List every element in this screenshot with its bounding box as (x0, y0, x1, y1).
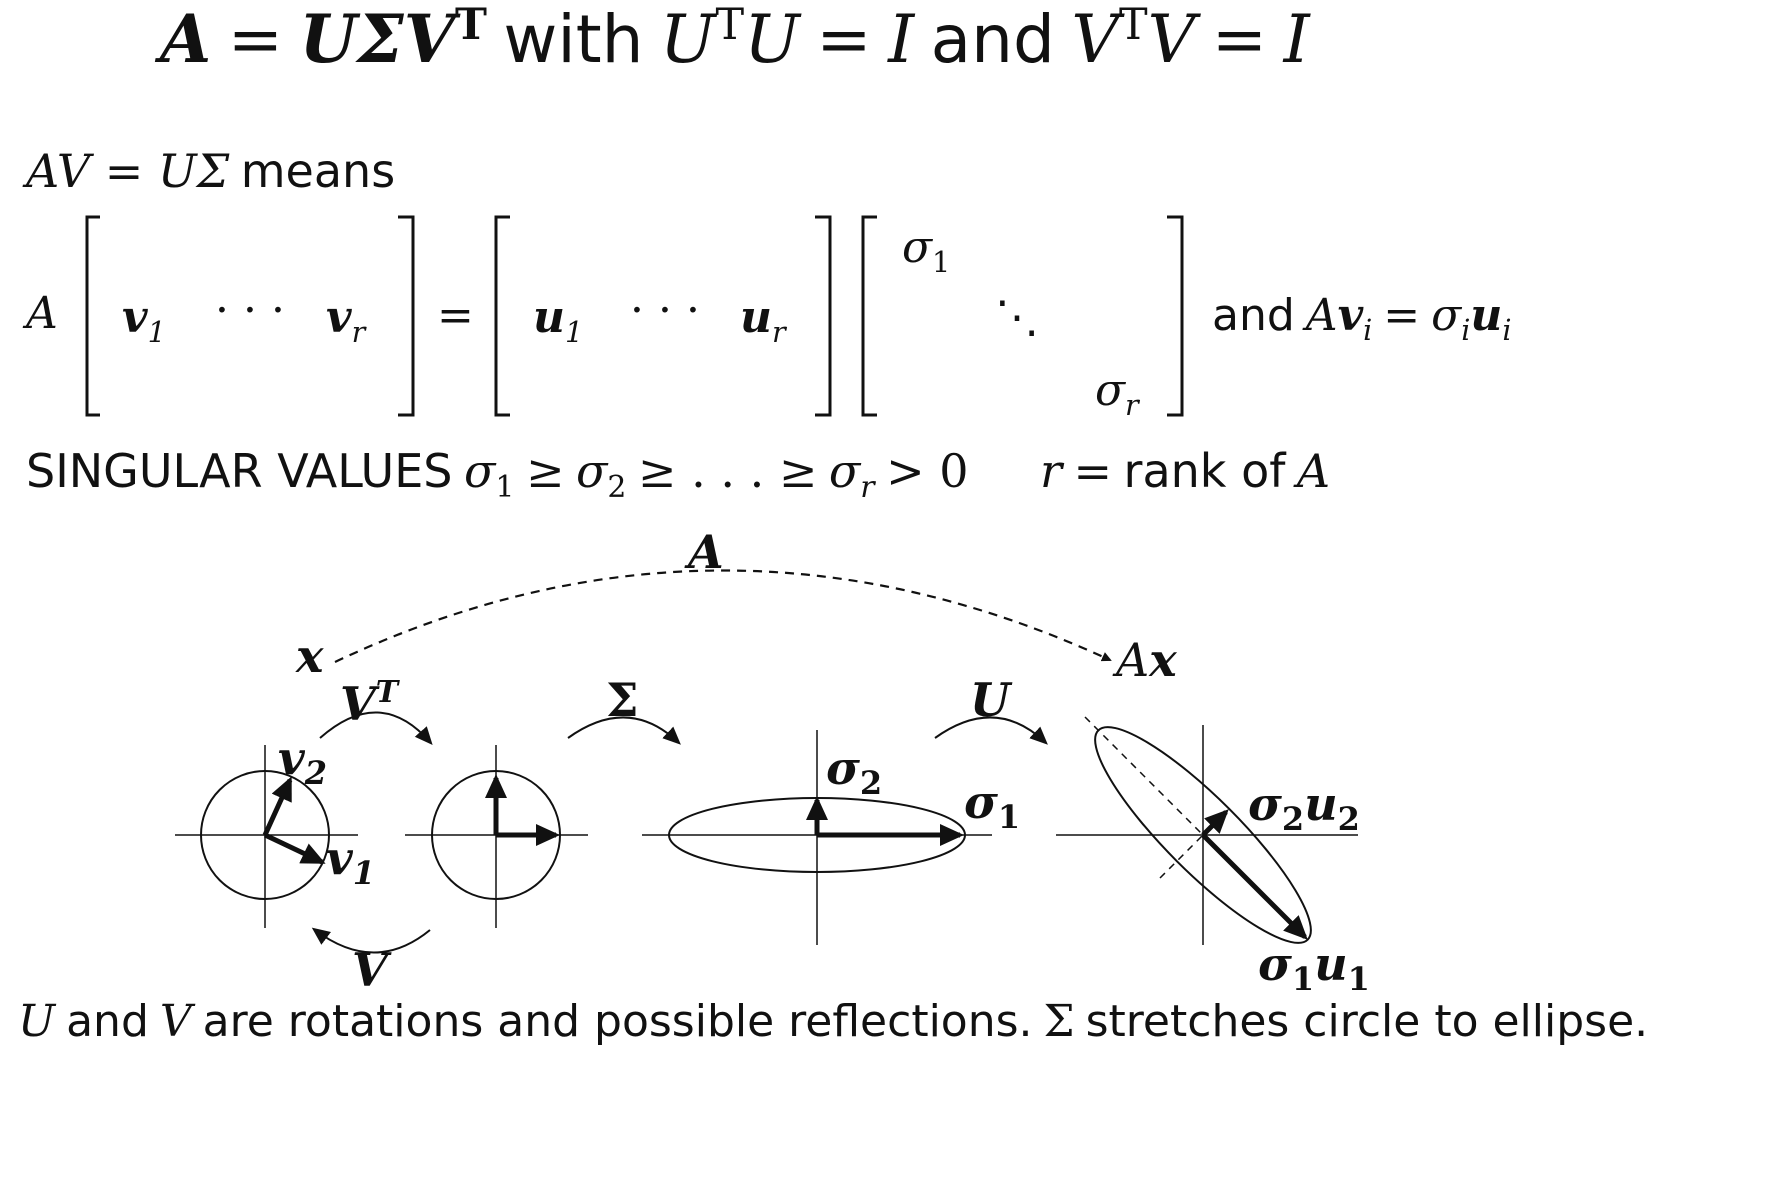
column-v1: v1 (122, 292, 166, 349)
bracket-u-left (494, 215, 510, 417)
heading-eq3: = (1211, 1, 1268, 78)
arrow-U (934, 716, 1048, 745)
av-equals-usigma-line: AV = UΣ means (26, 144, 395, 198)
vector-sigma2-u2 (1201, 809, 1229, 837)
heading-T3: T (1119, 0, 1148, 50)
panel-circle-axes (405, 745, 588, 928)
label-U: U (970, 673, 1013, 727)
vector-v1 (263, 832, 326, 865)
heading-usv: UΣV (299, 0, 455, 78)
diag-ddots: ⋱ (995, 292, 1039, 343)
bracket-sigma-left (861, 215, 877, 417)
panel-ellipse (642, 730, 992, 945)
avi-equation: and Avi = σiui (1212, 290, 1512, 347)
bracket-sigma-right (1167, 215, 1184, 417)
arrow-V (311, 927, 431, 954)
label-Ax: Ax (1112, 633, 1177, 687)
column-ur: ur (740, 292, 786, 349)
label-x: x (295, 629, 324, 683)
label-v2: v2 (278, 731, 327, 792)
diag-sigmar: σr (1095, 365, 1139, 422)
column-vr: vr (326, 292, 366, 349)
matrix-equals: = (437, 290, 474, 341)
dashed-major-axis (1084, 716, 1204, 836)
label-VT: VT (340, 675, 401, 731)
heading-A: A (160, 0, 212, 78)
label-A: A (684, 525, 724, 579)
heading-with: with (503, 1, 644, 78)
label-v1: v1 (326, 831, 375, 892)
label-sigma2: σ2 (826, 741, 882, 802)
heading-eq1: = (227, 1, 284, 78)
caption: U and V are rotations and possible refle… (18, 996, 1649, 1047)
column-dots-v: · · · (215, 285, 285, 336)
label-sigma1-u1: σ1u1 (1258, 937, 1370, 998)
heading-formula: A = UΣVT with UTU = I and VTV = I (160, 0, 1310, 79)
bracket-u-right (815, 215, 832, 417)
heading-I1: I (888, 1, 915, 78)
heading-V1: V (1071, 1, 1120, 78)
column-dots-u: · · · (630, 285, 700, 336)
arrow-VT (319, 711, 433, 746)
av-usigma-formula: AV = UΣ (26, 144, 230, 198)
heading-T2: T (715, 0, 745, 50)
dashed-A-arc (334, 569, 1112, 663)
vector-sigma1-u1 (1201, 833, 1308, 940)
diag-sigma1: σ1 (902, 222, 951, 279)
singular-values-label: SINGULAR VALUES (26, 444, 453, 498)
bracket-v-right (398, 215, 415, 417)
heading-I2: I (1283, 1, 1310, 78)
label-V: V (352, 943, 392, 997)
heading-eq2: = (816, 1, 872, 78)
panel-rotated-ellipse (1056, 716, 1358, 945)
label-Sigma: Σ (606, 673, 639, 727)
means-text: means (240, 144, 396, 198)
vector-v2 (262, 776, 293, 837)
heading-transpose: T (454, 0, 487, 50)
label-sigma1: σ1 (964, 775, 1020, 836)
heading-and: and (930, 1, 1055, 78)
column-u1: u1 (533, 292, 584, 349)
dashed-minor-axis (1159, 834, 1204, 879)
avi-and: and (1212, 290, 1295, 341)
singular-values-line: SINGULAR VALUES σ1 ≥ σ2 ≥ . . . ≥ σr > 0 (26, 444, 969, 506)
matrix-A: A (26, 288, 58, 339)
bracket-v-left (85, 215, 100, 417)
heading-V2: V (1147, 1, 1196, 78)
label-sigma2-u2: σ2u2 (1248, 777, 1360, 838)
heading-U1: U (659, 1, 716, 78)
heading-U2: U (744, 1, 800, 78)
panel-circle-v (175, 745, 358, 928)
arrow-Sigma (567, 716, 681, 745)
rank-definition: r = rank of A (1040, 444, 1331, 498)
